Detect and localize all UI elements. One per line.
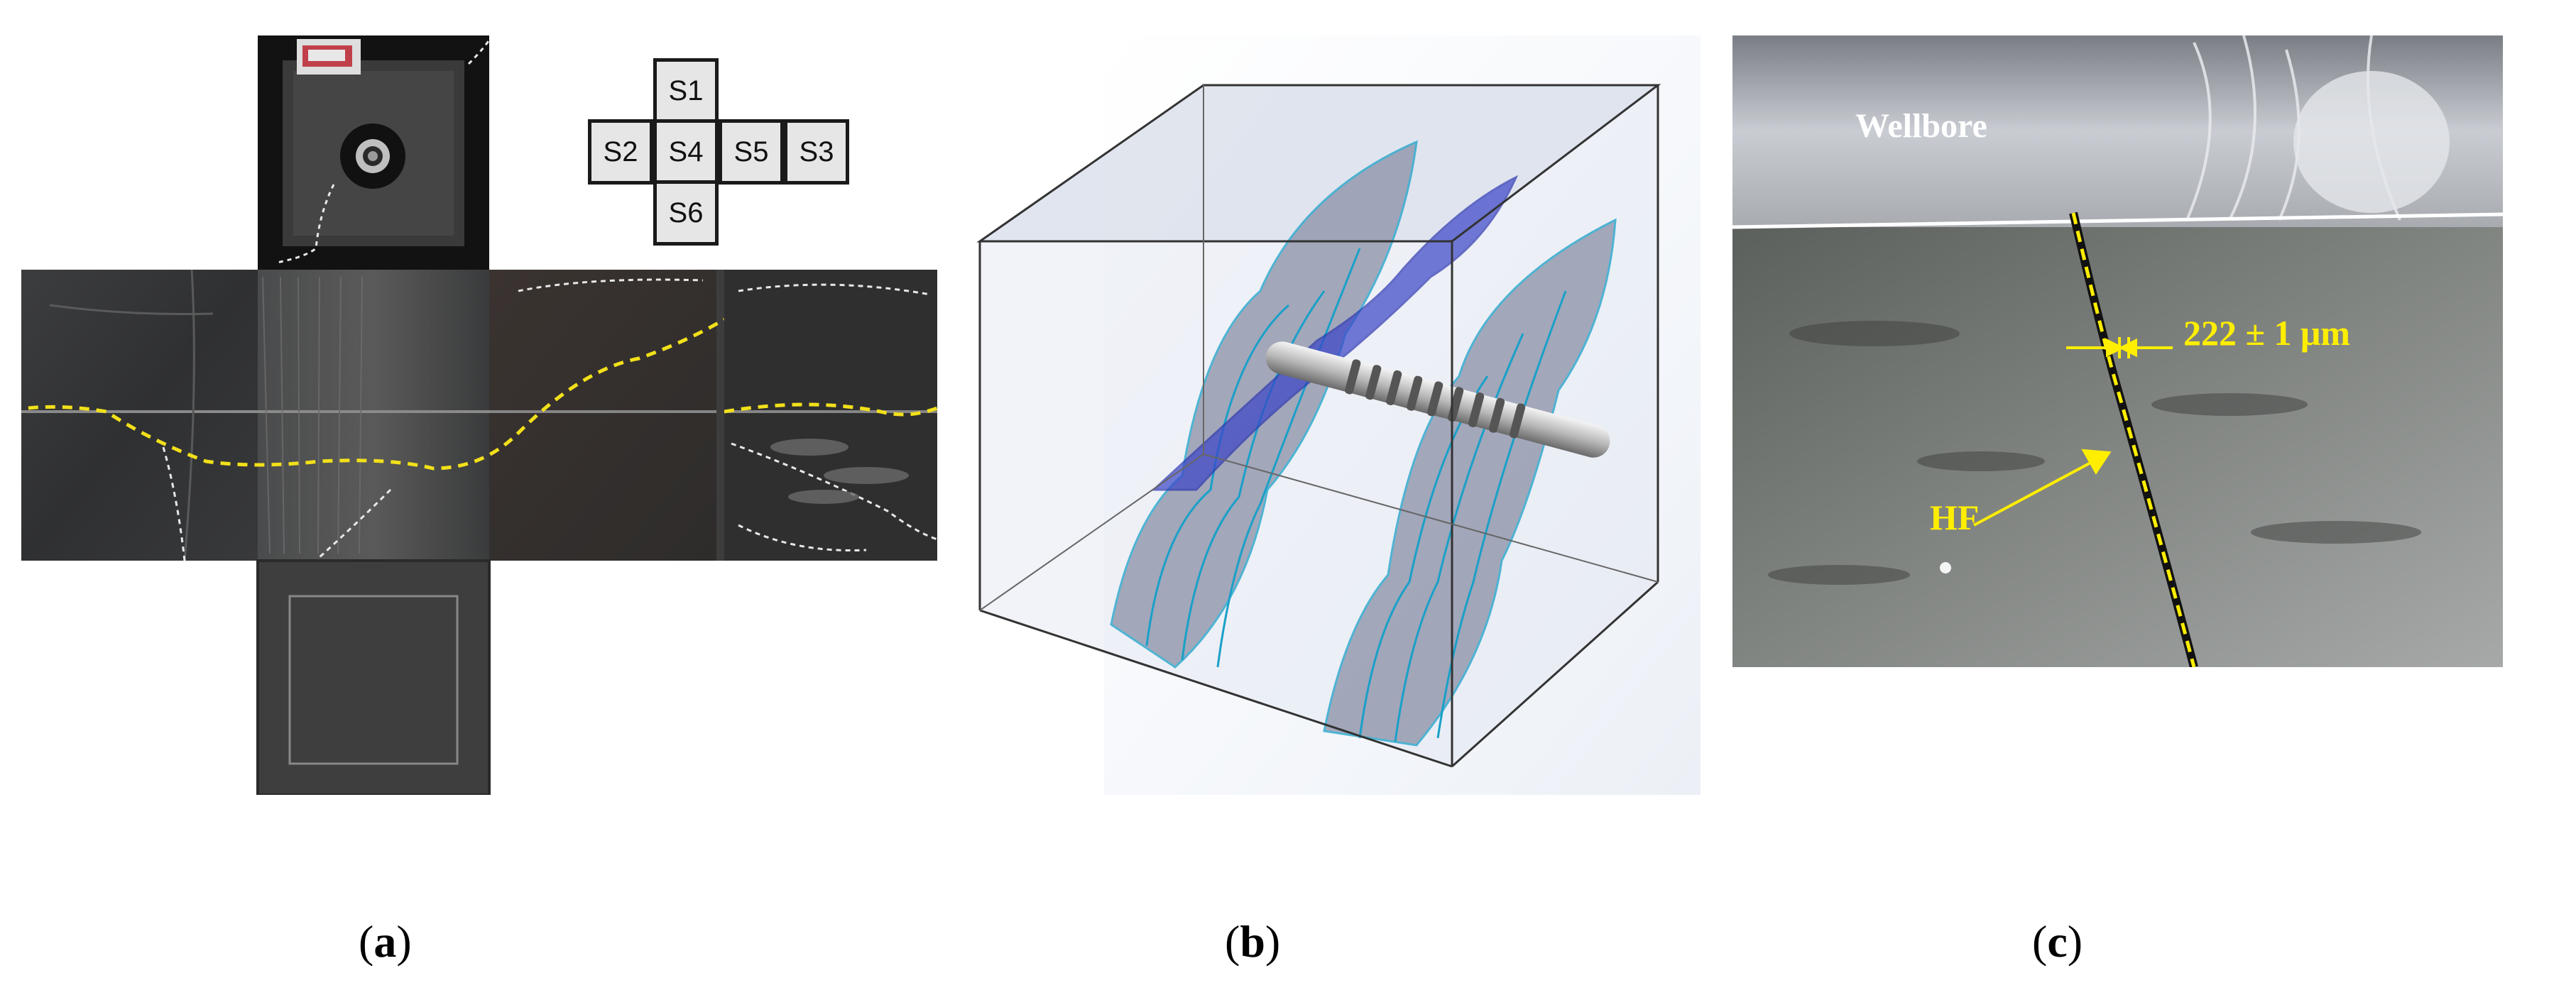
face-s5 (489, 270, 716, 561)
face-s6 (256, 559, 491, 795)
legend-s5: S5 (719, 119, 784, 185)
hydraulic-fracture-trace-a-right (724, 402, 937, 417)
wellbore-label: Wellbore (1855, 107, 1987, 145)
legend-s3: S3 (784, 119, 849, 185)
face-s3 (716, 270, 724, 561)
fracture-width-photo (1732, 35, 2503, 667)
caption-c: (c) (2032, 916, 2083, 967)
legend-s1: S1 (653, 58, 719, 123)
unfolded-specimen-photo-right (724, 270, 937, 561)
wellbore-model (1265, 341, 1610, 458)
face-s2 (21, 269, 258, 561)
caption-a: (a) (359, 916, 412, 967)
face-s1 (258, 35, 491, 270)
face-s4 (258, 270, 489, 561)
hf-label: HF (1930, 498, 1980, 537)
caption-b: (b) (1225, 916, 1281, 967)
legend-s4: S4 (653, 119, 719, 185)
hydraulic-fracture-trace-a (28, 317, 724, 471)
legend-s6: S6 (653, 180, 719, 246)
fracture-3d-schematic (976, 35, 1701, 795)
fracture-width-label: 222 ± 1 μm (2183, 313, 2350, 353)
unfolded-specimen-photo (21, 35, 724, 795)
legend-s2: S2 (588, 119, 653, 185)
hydraulic-fracture-trace-c (2071, 212, 2196, 667)
natural-fracture-traces (162, 446, 392, 561)
